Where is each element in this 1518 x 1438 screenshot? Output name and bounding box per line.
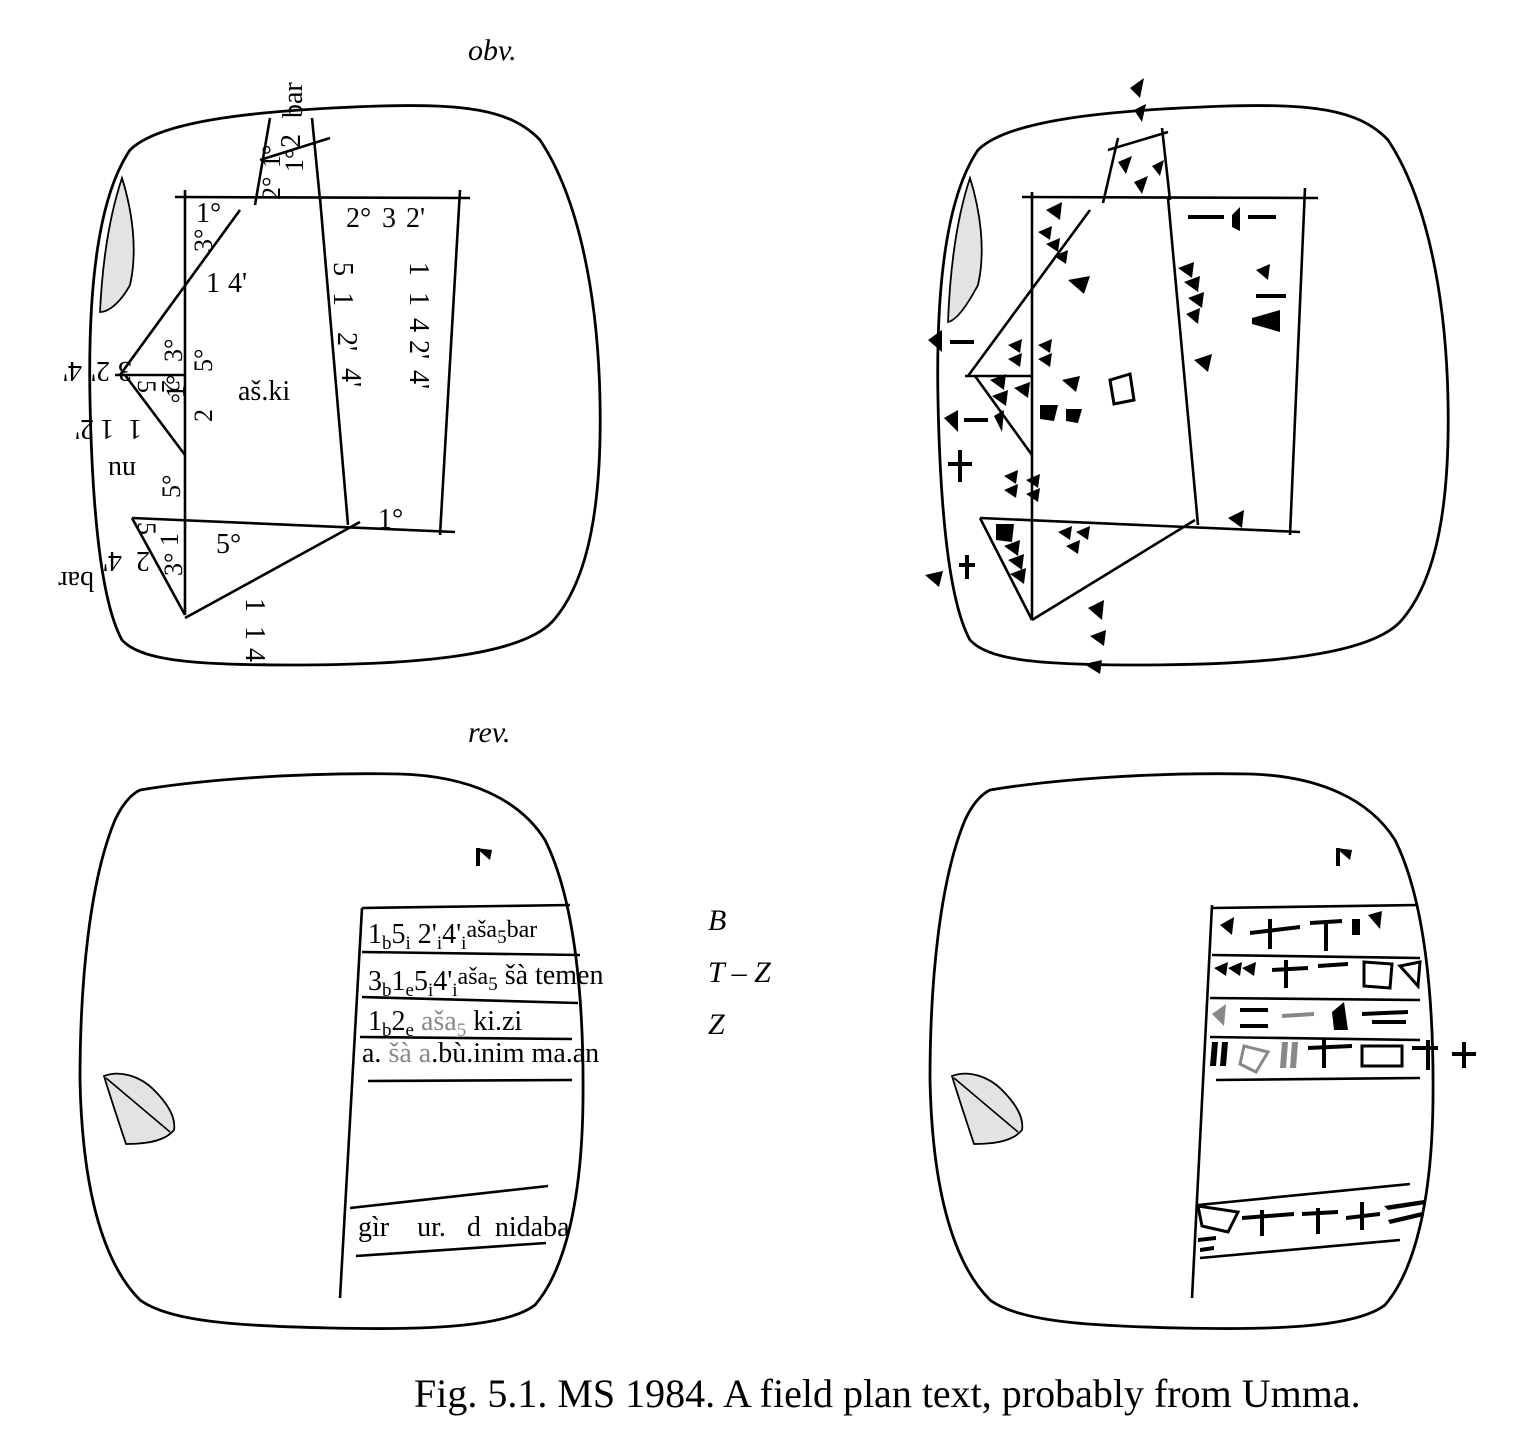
reverse-copy-broken-crack <box>953 1077 1019 1133</box>
obv-mid-2: 2' <box>331 332 362 351</box>
obv-north-3: 3 <box>382 203 396 234</box>
rev-line-5: gìr ur. d nidaba <box>358 1212 570 1243</box>
rev-side-Z: Z <box>708 1008 725 1041</box>
obv-low-2: 2 <box>136 545 150 576</box>
obv-tri-2: 2° <box>156 380 185 403</box>
rev-line-4a: a. <box>362 1038 381 1069</box>
reverse-side-labels: B T – Z Z <box>708 904 771 1041</box>
obv-lowtri-5: 5 <box>132 522 161 535</box>
obv-tri-1: 1° <box>161 375 190 398</box>
obv-low-4: 4' <box>103 545 122 576</box>
obv-mid-4: 4' <box>335 368 366 387</box>
obverse-label: obv. <box>468 34 517 67</box>
obv-outer-2b: 2' <box>75 413 94 444</box>
obv-right-2: 2' <box>403 340 434 359</box>
obv-right-4: 4 <box>403 318 434 332</box>
obverse-cuneiform-signs <box>925 78 1286 674</box>
obv-top-deg2: 2° <box>257 177 286 200</box>
reverse-copy-ruling-lines <box>1190 903 1421 1299</box>
reverse-top-sign <box>476 848 492 866</box>
obv-right-1b: 1 <box>403 262 434 276</box>
obv-diag-4: 4' <box>228 268 247 299</box>
obverse-transliteration-labels: bar 2 2° 1° 1° 2° 3 2' 1° 3° 1 4' 3° 5° … <box>58 82 434 667</box>
rev-line-1: 1b5i 2'i4'iaša5bar <box>368 917 537 954</box>
rev-line-4: a. šà a.bù.inim ma.an <box>362 1038 599 1069</box>
obv-top-deg1b: 1° <box>280 149 309 172</box>
reverse-cuneiform-signs <box>1196 848 1476 1252</box>
obv-lowtri-1: 1 <box>155 533 184 546</box>
obv-low-bar: bar <box>58 565 94 596</box>
obverse-field-lines <box>115 117 471 620</box>
obv-north-2: 2° <box>346 203 371 234</box>
reverse-label: rev. <box>468 716 510 749</box>
obverse-broken-area <box>99 175 135 313</box>
obv-mid-5b: 5 <box>327 262 358 276</box>
reverse-copy-tablet-outline <box>928 772 1435 1330</box>
rev-line-4b: šà a <box>388 1038 431 1069</box>
obv-top-deg1: 1° <box>257 145 286 168</box>
obv-diag-1: 1 <box>206 268 220 299</box>
obv-bottom-1i: 1 <box>239 626 270 640</box>
obv-corner-1: 1° <box>196 198 221 229</box>
obv-outer-nu: nu <box>108 455 136 486</box>
obv-outer-2: 2' <box>91 355 110 386</box>
obv-tri-5: 5 <box>132 380 161 393</box>
obv-right-4b: 4' <box>403 370 434 389</box>
obv-low-1: 1° <box>378 504 403 535</box>
obv-outer-1b: 1 <box>100 413 114 444</box>
rev-line-3: 1b2e aša5 ki.zi <box>368 1006 522 1041</box>
obv-low-5b: 5° <box>216 529 241 560</box>
obv-low-3: 3° <box>159 553 188 576</box>
rev-side-B: B <box>708 904 726 937</box>
obv-mid-1e: 1 <box>327 292 358 306</box>
reverse-broken-crack <box>105 1077 171 1133</box>
obv-low-5a: 5° <box>157 475 186 498</box>
rev-line-4c: .bù.inim ma.an <box>431 1038 599 1069</box>
obv-left-3: 3° <box>159 339 188 362</box>
rev-side-TZ: T – Z <box>708 956 771 989</box>
obv-north-2p: 2' <box>406 203 425 234</box>
obv-center: aš.ki <box>238 376 290 407</box>
obv-right-1e: 1 <box>403 292 434 306</box>
figure-caption: Fig. 5.1. MS 1984. A field plan text, pr… <box>414 1371 1361 1416</box>
obv-top-bar: bar <box>278 82 309 118</box>
cuneiform-wedge-group <box>1130 78 1146 122</box>
reverse-tablet-outline <box>78 772 585 1330</box>
obv-outer-4: 4' <box>63 355 82 386</box>
obverse-tablet-outline <box>88 104 602 667</box>
obv-top-2i: 2 <box>276 134 307 148</box>
obv-bottom-1e: 1 <box>239 598 270 612</box>
obverse-copy-broken-area <box>947 175 983 324</box>
rev-line-2: 3b1e5i4'iaša5 šà temen <box>368 960 603 1001</box>
obv-outer-3: 3 <box>118 355 132 386</box>
obverse-copy-tablet-outline <box>936 104 1450 667</box>
obv-bottom-4: 4' <box>239 648 270 667</box>
obv-corner-3: 3° <box>189 229 218 252</box>
obv-left-2: 2 <box>189 409 218 422</box>
obv-outer-1a: 1 <box>128 413 142 444</box>
obv-left-5: 5° <box>189 349 218 372</box>
reverse-ruling-lines <box>338 903 581 1299</box>
